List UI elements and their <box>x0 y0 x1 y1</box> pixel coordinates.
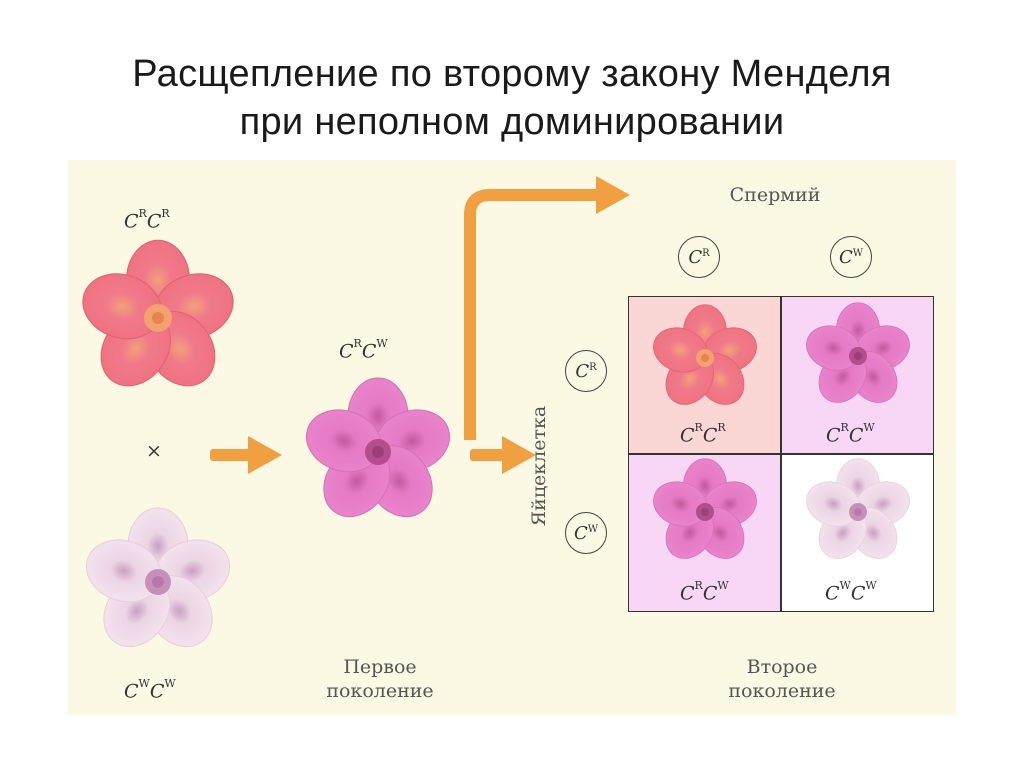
arrow-icon <box>210 436 282 474</box>
red-flower-icon <box>647 304 763 415</box>
grid-horizontal-divider <box>628 453 934 455</box>
egg-label: Яйцеклетка <box>528 405 550 527</box>
cross-symbol: × <box>146 440 162 462</box>
arrow-head-icon <box>596 176 630 214</box>
cell-rw-top-genotype: CRCW <box>826 421 875 447</box>
parent-red-genotype: CRCR <box>124 207 170 233</box>
cell-ww-genotype: CWCW <box>825 579 877 605</box>
first-generation-line-1: Первое <box>343 656 417 678</box>
white-flower-icon <box>800 458 916 569</box>
title-line-1: Расщепление по второму закону Менделя <box>132 53 892 95</box>
cell-rw-bottom-genotype: CRCW <box>680 579 729 605</box>
f1-genotype: CRCW <box>339 337 388 363</box>
arrow-icon <box>470 436 536 474</box>
first-generation-label: Первое поколение <box>300 655 460 703</box>
second-generation-label: Второе поколение <box>702 655 862 703</box>
title-line-2: при неполном доминировании <box>239 101 785 143</box>
first-generation-line-2: поколение <box>326 680 434 702</box>
second-generation-line-2: поколение <box>728 680 836 702</box>
cell-rr-genotype: CRCR <box>680 421 726 447</box>
pink-flower-icon <box>647 458 763 569</box>
pink-flower-icon <box>297 377 459 531</box>
white-flower-icon <box>77 507 239 661</box>
red-flower-icon <box>73 239 243 400</box>
parent-white-genotype: CWCW <box>124 677 176 703</box>
second-generation-line-1: Второе <box>746 656 818 678</box>
sperm-label: Спермий <box>729 184 821 206</box>
arrow-icon <box>464 189 600 440</box>
pink-flower-icon <box>800 302 916 413</box>
